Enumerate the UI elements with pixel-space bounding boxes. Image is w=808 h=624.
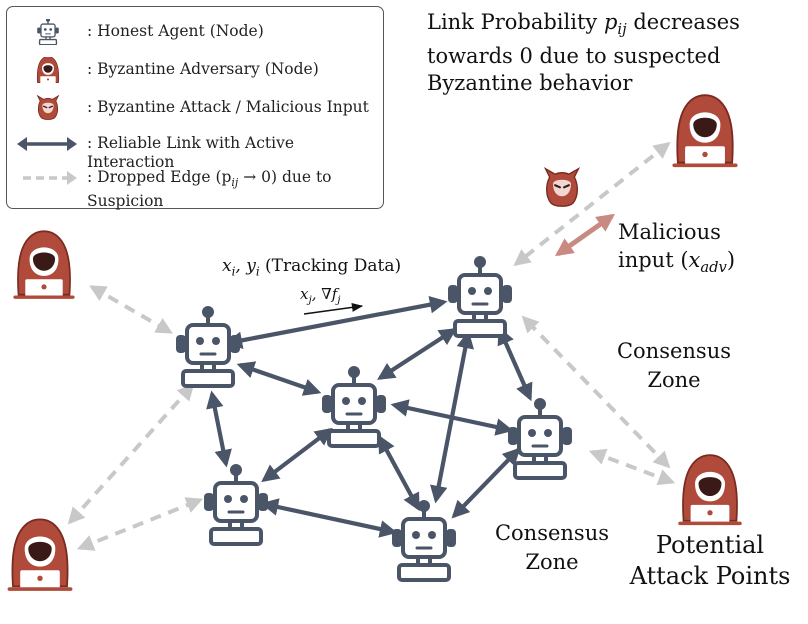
dropped-edge	[76, 497, 204, 551]
reliable-link	[497, 326, 533, 402]
reliable-link	[377, 328, 457, 380]
dropped-edge	[89, 285, 173, 334]
dropped-edge	[521, 315, 671, 469]
robot-icon	[322, 366, 386, 448]
reliable-link	[236, 361, 322, 396]
dropped-edge	[67, 383, 195, 525]
robot-icon	[508, 398, 572, 480]
data-flow-arrow	[303, 302, 364, 315]
hooded-hacker-icon	[35, 57, 61, 83]
dropped-edge	[513, 141, 671, 267]
devil-mask-icon	[36, 95, 60, 121]
consensus-zone-label: Consensus Zone	[494, 521, 610, 574]
reliable-link	[378, 434, 420, 512]
legend-item-byzantine-attack: : Byzantine Attack / Malicious Input	[7, 95, 385, 121]
robot-icon	[448, 256, 512, 338]
legend: : Honest Agent (Node) : Byzantine Advers…	[6, 6, 385, 210]
robot-icon	[176, 306, 240, 388]
hooded-hacker-icon	[678, 453, 742, 526]
legend-label: : Honest Agent (Node)	[87, 22, 264, 40]
tracking-data-label: xi, yi (Tracking Data)	[222, 256, 402, 279]
robot-icon	[204, 464, 268, 546]
reliable-link	[261, 427, 333, 483]
robot-icon	[392, 500, 456, 582]
hooded-hacker-icon	[672, 93, 738, 168]
reliable-link	[451, 447, 521, 519]
reliable-link	[206, 390, 232, 468]
malicious-input-arrow	[555, 213, 615, 257]
legend-label: : Byzantine Adversary (Node)	[87, 60, 319, 78]
link-probability-note: Link Probability pij decreases towards 0…	[427, 10, 740, 96]
dashed-arrow-icon	[23, 171, 77, 185]
reliable-link	[260, 498, 398, 538]
reliable-link	[224, 295, 448, 350]
malicious-input-label: Malicious input (xadv)	[618, 220, 736, 277]
hooded-hacker-icon	[13, 229, 75, 299]
legend-item-byzantine-adversary: : Byzantine Adversary (Node)	[7, 57, 385, 83]
reliable-links	[206, 295, 533, 538]
consensus-zone-label: Consensus Zone	[616, 339, 732, 392]
legend-label: : Byzantine Attack / Malicious Input	[87, 98, 369, 116]
reliable-link	[430, 330, 474, 504]
legend-item-honest-agent: : Honest Agent (Node)	[7, 19, 385, 45]
dropped-edges	[67, 141, 676, 551]
double-arrow-icon	[17, 137, 77, 151]
legend-label: : Reliable Link with Active Interaction	[87, 134, 295, 171]
exchanged-variables-label: xj, ∇fj	[300, 285, 341, 306]
legend-item-reliable-link: : Reliable Link with Active Interaction	[7, 131, 385, 171]
devil-mask-icon	[544, 167, 580, 208]
dropped-edge	[588, 448, 676, 486]
hooded-hacker-icon	[7, 517, 73, 591]
potential-attack-points-label: Potential Attack Points	[629, 531, 791, 590]
robot-icon	[37, 19, 59, 45]
